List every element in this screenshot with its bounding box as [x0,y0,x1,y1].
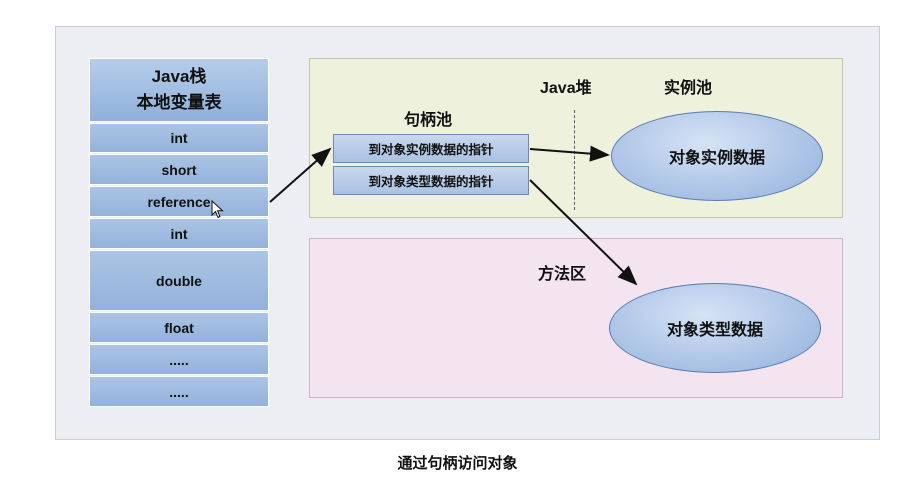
object-instance-data-label: 对象实例数据 [668,150,765,167]
object-type-data-label: 对象类型数据 [666,322,763,339]
method-area-label: 方法区 [538,266,587,283]
stack-slot-ellipsis: ..... [89,344,269,375]
object-instance-data: 对象实例数据 [611,111,823,201]
type-data-pointer: 到对象类型数据的指针 [333,166,529,195]
arrow-handle-to-type [529,179,638,286]
arrow-handle-to-instance [529,145,610,162]
heap-divider [574,110,575,210]
instance-data-pointer: 到对象实例数据的指针 [333,134,529,163]
stack-header: Java栈 本地变量表 [89,58,269,122]
mouse-cursor-icon [211,200,224,219]
stack-slot-short: short [89,154,269,185]
java-heap-label: Java堆 [540,80,592,97]
arrow-reference-to-handle [269,147,332,203]
stack-slot-float: float [89,312,269,343]
stack-slot-reference: reference [89,186,269,217]
stack-slot-double: double [89,250,269,311]
stack-slot-ellipsis-2: ..... [89,376,269,407]
stack-slot-int-2: int [89,218,269,249]
handle-pool-label: 句柄池 [404,112,453,129]
instance-pool-label: 实例池 [664,80,713,97]
stack-slot-int: int [89,123,269,153]
local-variable-table-title: 本地变量表 [136,93,222,112]
stack-title: Java栈 [151,67,207,86]
diagram-caption: 通过句柄访问对象 [397,455,518,472]
object-type-data: 对象类型数据 [609,283,821,373]
java-stack: Java栈 本地变量表 int short reference int doub… [89,58,269,408]
